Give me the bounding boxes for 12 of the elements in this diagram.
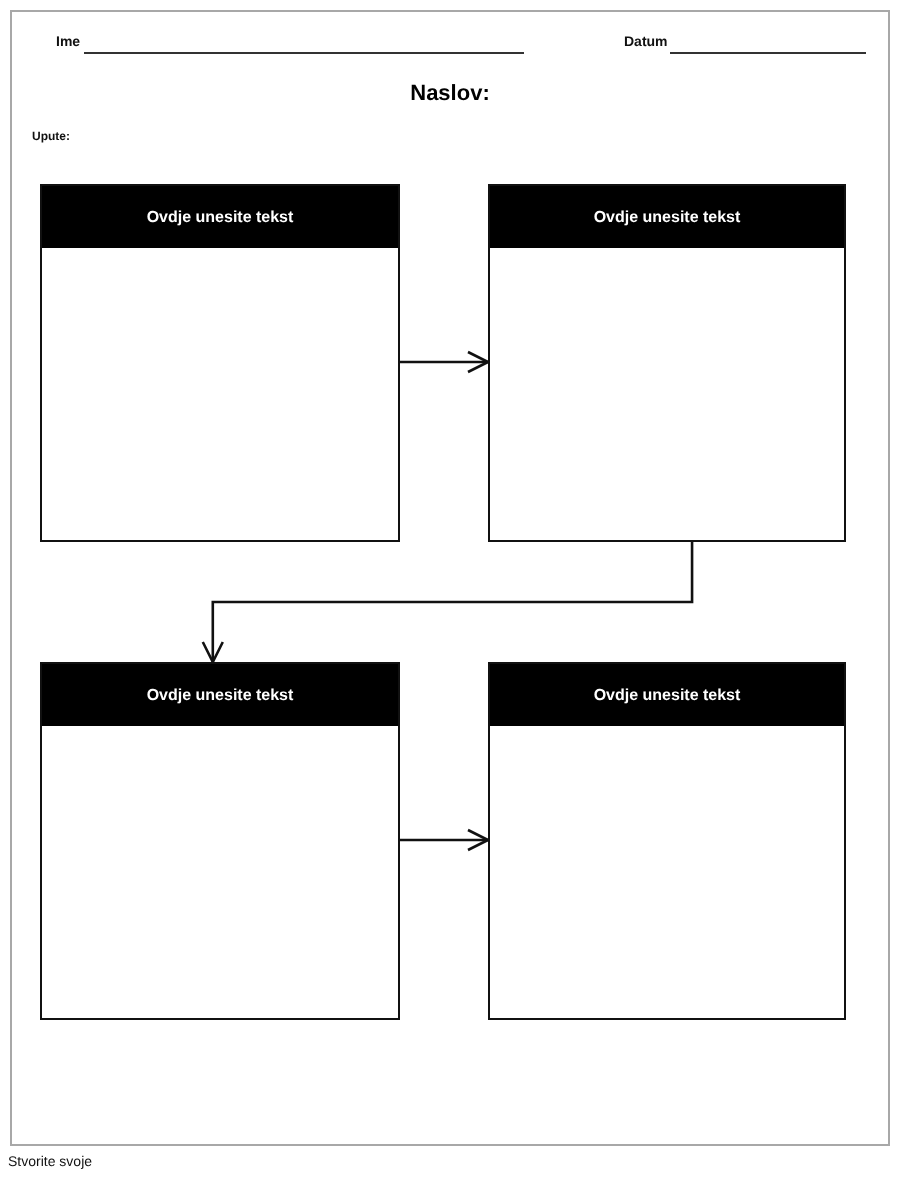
text-box [40, 184, 400, 542]
text-box [488, 662, 846, 1020]
text-box [488, 184, 846, 542]
header-bar: Ovdje unesite tekst [42, 186, 398, 248]
arrow [400, 828, 490, 852]
header-bar: Ovdje unesite tekst [42, 664, 398, 726]
header-bar: Ovdje unesite tekst [490, 664, 844, 726]
text-box [40, 662, 400, 1020]
title: Naslov: [408, 82, 492, 106]
arrow [201, 542, 694, 664]
arrow [400, 350, 490, 374]
header-bar: Ovdje unesite tekst [490, 186, 844, 248]
